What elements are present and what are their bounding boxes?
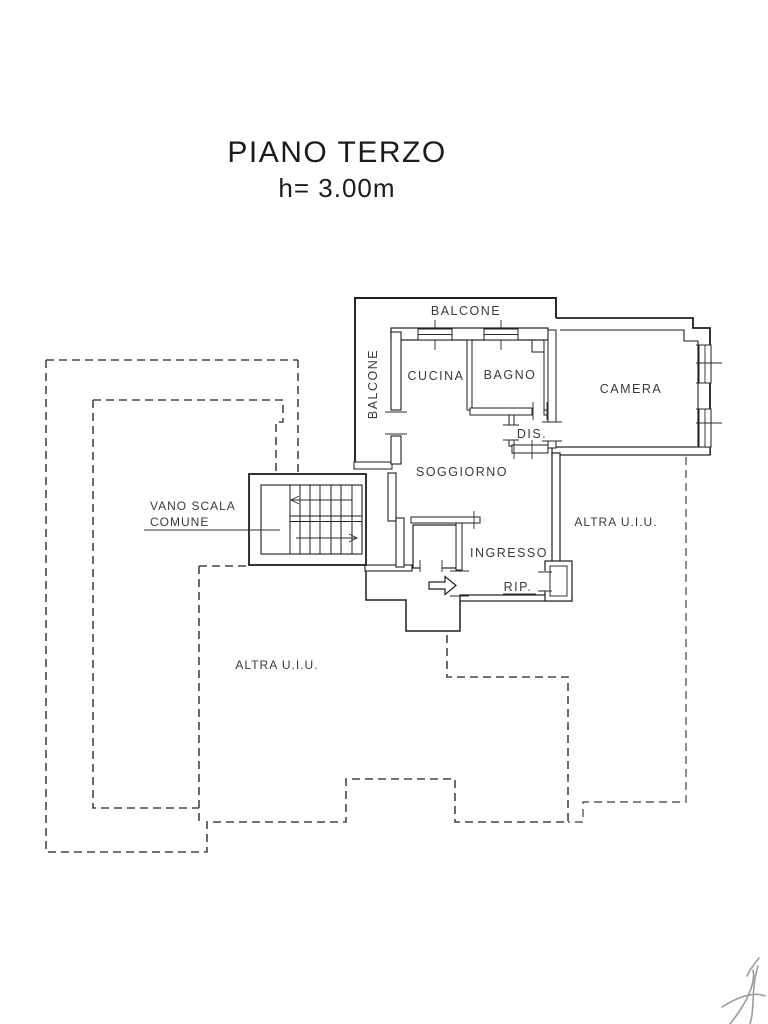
window-camera-2 bbox=[696, 408, 722, 448]
bagno-south-wall bbox=[469, 407, 533, 416]
landing-top-wall bbox=[364, 564, 413, 572]
camera-south-wall bbox=[551, 446, 711, 456]
label-dis: DIS. bbox=[517, 427, 547, 441]
stair-landing-line bbox=[290, 515, 362, 522]
signature-stroke-4 bbox=[746, 957, 760, 977]
label-vano-scala-line2: COMUNE bbox=[150, 515, 209, 529]
dis-west-door-ticks bbox=[503, 424, 519, 441]
dashed-outline-right bbox=[568, 457, 687, 823]
dis-west-wall-upper bbox=[508, 414, 515, 426]
soggiorno-west-wall-upper bbox=[387, 472, 397, 522]
ingresso-west-wall bbox=[455, 522, 463, 571]
southwest-step-wall bbox=[365, 570, 461, 632]
camera-west-wall bbox=[547, 329, 557, 423]
label-altra-uiu-right: ALTRA U.I.U. bbox=[574, 515, 657, 529]
stair-treads bbox=[289, 485, 353, 554]
bagno-door-ticks bbox=[532, 402, 548, 420]
window-cucina bbox=[417, 320, 453, 350]
balcony-end-wall bbox=[353, 461, 393, 470]
window-bagno bbox=[483, 320, 519, 350]
room-labels: BALCONE BALCONE CUCINA BAGNO CAMERA DIS.… bbox=[366, 304, 662, 594]
title-line2: h= 3.00m bbox=[278, 173, 395, 203]
stairwell bbox=[248, 473, 367, 566]
cucina-west-wall-lower bbox=[390, 435, 402, 465]
label-balcone-left: BALCONE bbox=[366, 349, 380, 419]
dashed-outline-other-units bbox=[45, 359, 569, 853]
label-bagno: BAGNO bbox=[484, 368, 537, 382]
label-soggiorno: SOGGIORNO bbox=[416, 465, 508, 479]
window-camera-1 bbox=[696, 344, 722, 384]
closet-walls bbox=[412, 524, 461, 569]
closet-door-ticks bbox=[419, 560, 443, 572]
title-line1: PIANO TERZO bbox=[227, 136, 446, 169]
signature-mark bbox=[721, 957, 766, 1024]
dashed-outline-inner bbox=[92, 399, 284, 822]
dis-south-wall bbox=[511, 444, 549, 454]
drawing-title: PIANO TERZO h= 3.00m bbox=[227, 136, 446, 203]
camera-west-wall-stub bbox=[547, 440, 557, 449]
rip-door-ticks bbox=[538, 571, 552, 592]
signature-stroke-3 bbox=[721, 993, 766, 1008]
rip-door-opening bbox=[543, 571, 549, 591]
stairwell-inner-wall bbox=[260, 484, 363, 555]
label-rip: RIP. bbox=[504, 580, 533, 594]
soggiorno-west-wall-lower bbox=[395, 517, 405, 568]
annotation-labels: VANO SCALA COMUNE ALTRA U.I.U. ALTRA U.I… bbox=[150, 499, 657, 672]
signature-stroke-2 bbox=[749, 965, 759, 1024]
stairwell-outer-wall bbox=[248, 473, 367, 566]
cucina-west-wall bbox=[390, 331, 402, 411]
east-wall-band bbox=[551, 452, 561, 564]
entrance-arrow-icon bbox=[428, 575, 457, 596]
dashed-outline-left-bottom bbox=[45, 360, 569, 853]
interior-partitions bbox=[410, 329, 573, 602]
balcony-parapet bbox=[353, 297, 557, 470]
label-cucina: CUCINA bbox=[408, 369, 465, 383]
rip-inner-wall bbox=[549, 565, 568, 597]
stair-arrow-down bbox=[296, 533, 359, 543]
dis-camera-door-ticks bbox=[542, 421, 562, 442]
dashed-outline-top bbox=[46, 359, 299, 474]
north-wall-band bbox=[390, 327, 549, 341]
label-altra-uiu-bottom: ALTRA U.I.U. bbox=[235, 658, 318, 672]
closet-door-opening bbox=[420, 564, 442, 570]
label-balcone-top: BALCONE bbox=[431, 304, 501, 318]
windows bbox=[417, 320, 722, 448]
entrance-door-ticks bbox=[450, 570, 469, 597]
balcony-outer-wall bbox=[354, 297, 557, 462]
bagno-corner-notch bbox=[531, 340, 544, 353]
soggiorno-ingresso-wall bbox=[410, 516, 481, 524]
label-camera: CAMERA bbox=[600, 382, 662, 396]
dis-south-door-ticks bbox=[513, 440, 533, 459]
label-ingresso: INGRESSO bbox=[470, 546, 548, 560]
cucina-balcony-door-ticks bbox=[385, 411, 407, 435]
camera-inner-wall bbox=[560, 329, 699, 447]
cucina-bagno-divider bbox=[466, 339, 473, 411]
door-ticks bbox=[385, 402, 562, 597]
label-vano-scala-line1: VANO SCALA bbox=[150, 499, 236, 513]
stair-arrow-up bbox=[289, 495, 352, 505]
